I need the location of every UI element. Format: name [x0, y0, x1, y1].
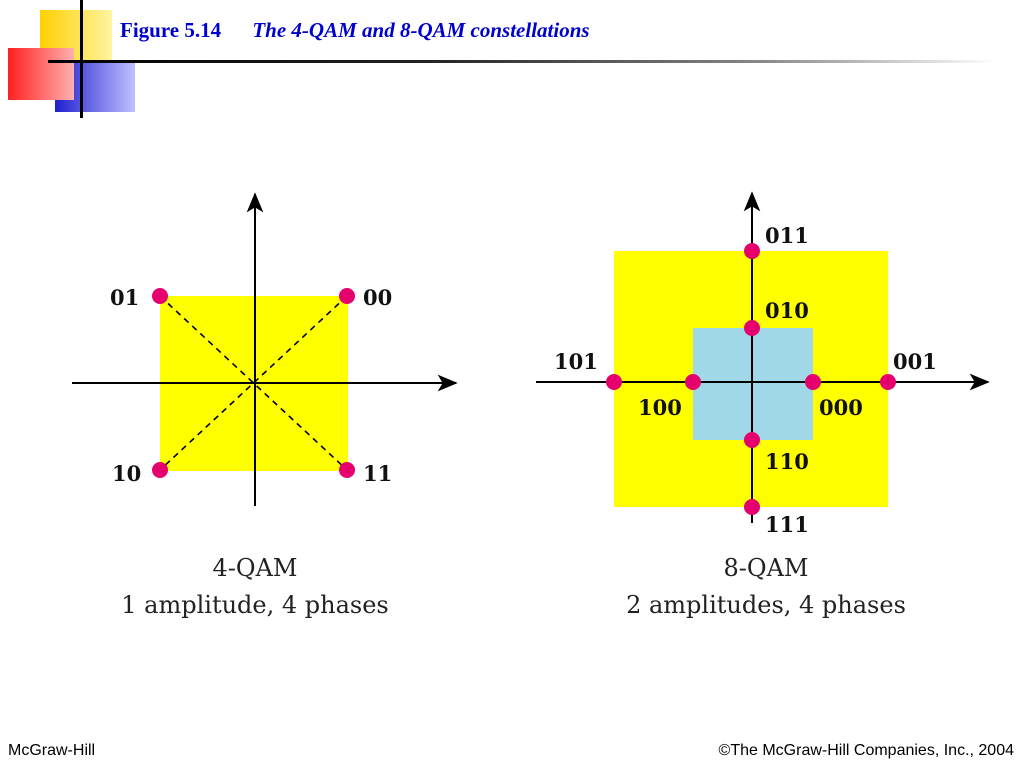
- qam4-caption-title: 4-QAM: [213, 554, 298, 582]
- qam4-caption-desc: 1 amplitude, 4 phases: [121, 591, 388, 619]
- qam8-label-111: 111: [765, 512, 809, 537]
- figure-number: Figure 5.14: [120, 18, 222, 42]
- figure-title: The 4-QAM and 8-QAM constellations: [252, 18, 590, 42]
- qam8-point-011: [744, 243, 760, 259]
- qam8-point-010: [744, 320, 760, 336]
- qam8-label-011: 011: [765, 223, 809, 248]
- qam8-point-111: [744, 499, 760, 515]
- qam4-point-11: [339, 462, 355, 478]
- title-underline: [48, 60, 998, 63]
- footer-copyright: ©The McGraw-Hill Companies, Inc., 2004: [718, 742, 1014, 759]
- qam8-label-000: 000: [819, 395, 863, 420]
- qam4-label-10: 10: [112, 461, 141, 486]
- qam8-label-101: 101: [554, 349, 598, 374]
- qam4-point-01: [152, 288, 168, 304]
- qam8-point-001: [880, 374, 896, 390]
- qam4-point-00: [339, 288, 355, 304]
- footer-publisher: McGraw-Hill: [8, 742, 96, 759]
- qam8-point-000: [805, 374, 821, 390]
- qam4-diagonal-01-11: [159, 295, 348, 471]
- qam8-panel: 011 010 101 001 100 000 110 111 8-QAM 2 …: [536, 191, 990, 619]
- qam4-label-01: 01: [110, 285, 139, 310]
- qam4-label-11: 11: [363, 461, 392, 486]
- qam4-label-00: 00: [363, 285, 392, 310]
- qam8-point-101: [606, 374, 622, 390]
- qam8-label-110: 110: [765, 449, 809, 474]
- qam8-caption-title: 8-QAM: [724, 554, 809, 582]
- qam8-label-100: 100: [638, 395, 682, 420]
- qam4-point-10: [152, 462, 168, 478]
- qam4-diagonal-00-10: [159, 295, 348, 471]
- slide-logo-decoration: [8, 0, 135, 118]
- qam8-point-110: [744, 432, 760, 448]
- qam8-caption-desc: 2 amplitudes, 4 phases: [626, 591, 906, 619]
- qam4-panel: 01 00 10 11 4-QAM 1 amplitude, 4 phases: [72, 192, 458, 619]
- slide-title: Figure 5.14 The 4-QAM and 8-QAM constell…: [120, 18, 590, 48]
- qam8-label-001: 001: [893, 349, 937, 374]
- qam8-point-100: [685, 374, 701, 390]
- qam8-label-010: 010: [765, 298, 809, 323]
